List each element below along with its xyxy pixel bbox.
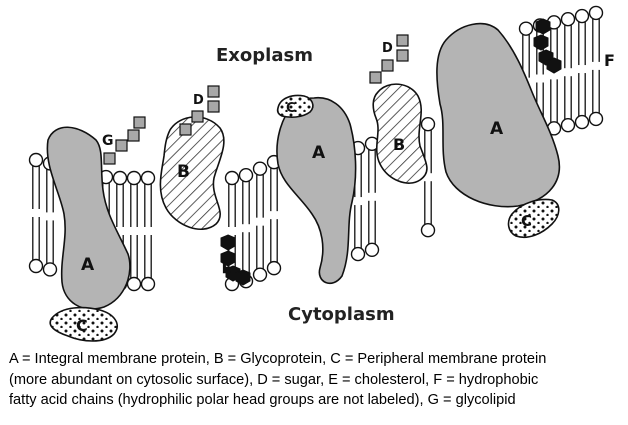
polar-head-inner [364,242,380,258]
polar-head-outer [518,21,534,36]
integral-protein-left [46,126,131,310]
sugar-square [191,110,204,123]
integral-protein-right [436,22,561,208]
cholesterol-ring [220,234,236,251]
cholesterol-ring [220,250,236,267]
peripheral-protein-bottom [49,306,118,342]
label-d-right: D [382,41,393,56]
polar-head-outer [28,152,44,168]
polar-head-outer [420,116,436,132]
caption-line-1: A = Integral membrane protein, B = Glyco… [9,351,547,367]
label-a-middle: A [312,143,326,163]
polar-head-inner [42,262,58,277]
polar-head-inner [126,276,142,292]
polar-head-outer [140,170,156,186]
sugar-square [396,34,409,47]
integral-protein-middle [276,97,357,285]
polar-head-outer [238,167,254,183]
label-c-top: C [286,101,296,116]
sugar-square [396,49,409,62]
polar-head-inner [140,276,156,292]
polar-head-outer [252,161,268,176]
sugar-square [207,85,220,98]
label-c-bottom: C [76,316,88,335]
sugar-square [369,71,382,84]
cholesterol-ring [535,18,551,35]
sugar-square [179,123,192,136]
label-b-left: B [177,162,190,182]
polar-head-outer [224,170,240,186]
sugar-square [133,116,146,129]
polar-head-inner [420,222,436,238]
label-a-right: A [490,119,504,139]
glycoprotein-left [159,116,225,230]
polar-head-inner [588,111,604,127]
cytoplasm-label: Cytoplasm [288,304,395,325]
peripheral-protein-top [276,94,314,118]
legend-caption: A = Integral membrane protein, B = Glyco… [9,349,621,411]
cholesterol-ring [546,57,562,74]
glycoprotein-right [372,83,428,184]
cholesterol-lower [220,234,251,286]
polar-head-inner [266,260,282,276]
sugar-chain-glycoprotein-right [369,34,409,84]
exoplasm-label: Exoplasm [216,45,313,66]
sugar-square [127,129,140,142]
polar-head-outer [588,5,604,21]
fluid-mosaic-membrane-diagram: Exoplasm Cytoplasm A A A B B C C C D D E… [28,5,615,342]
label-d-left: D [193,93,204,108]
polar-head-inner [28,258,44,274]
polar-head-outer [112,170,128,186]
polar-head-inner [574,114,590,130]
polar-head-inner [560,117,576,133]
cholesterol-upper [533,18,562,74]
caption-line-2: (more abundant on cytosolic surface), D … [9,371,539,388]
sugar-chain-glycolipid [103,116,146,165]
sugar-square [207,100,220,113]
label-e-upper: E [536,38,545,53]
sugar-square [381,59,394,72]
polar-head-outer [126,170,142,186]
polar-head-inner [252,267,268,282]
sugar-square [103,152,116,165]
polar-head-inner [350,246,366,262]
caption-line-3: fatty acid chains (hydrophilic polar hea… [9,392,516,408]
label-a-left: A [81,255,95,275]
polar-head-outer [574,8,590,24]
sugar-chain-glycoprotein-left [179,85,220,136]
sugar-square [115,139,128,152]
label-b-right: B [393,135,405,154]
label-e-lower: E [222,262,231,277]
polar-head-outer [560,12,576,27]
label-f: F [604,51,615,70]
cholesterol-ring [533,34,549,51]
peripheral-protein-right [507,198,560,239]
cholesterol-ring [235,269,251,286]
label-g: G [102,133,114,149]
label-c-right: C [521,212,532,230]
